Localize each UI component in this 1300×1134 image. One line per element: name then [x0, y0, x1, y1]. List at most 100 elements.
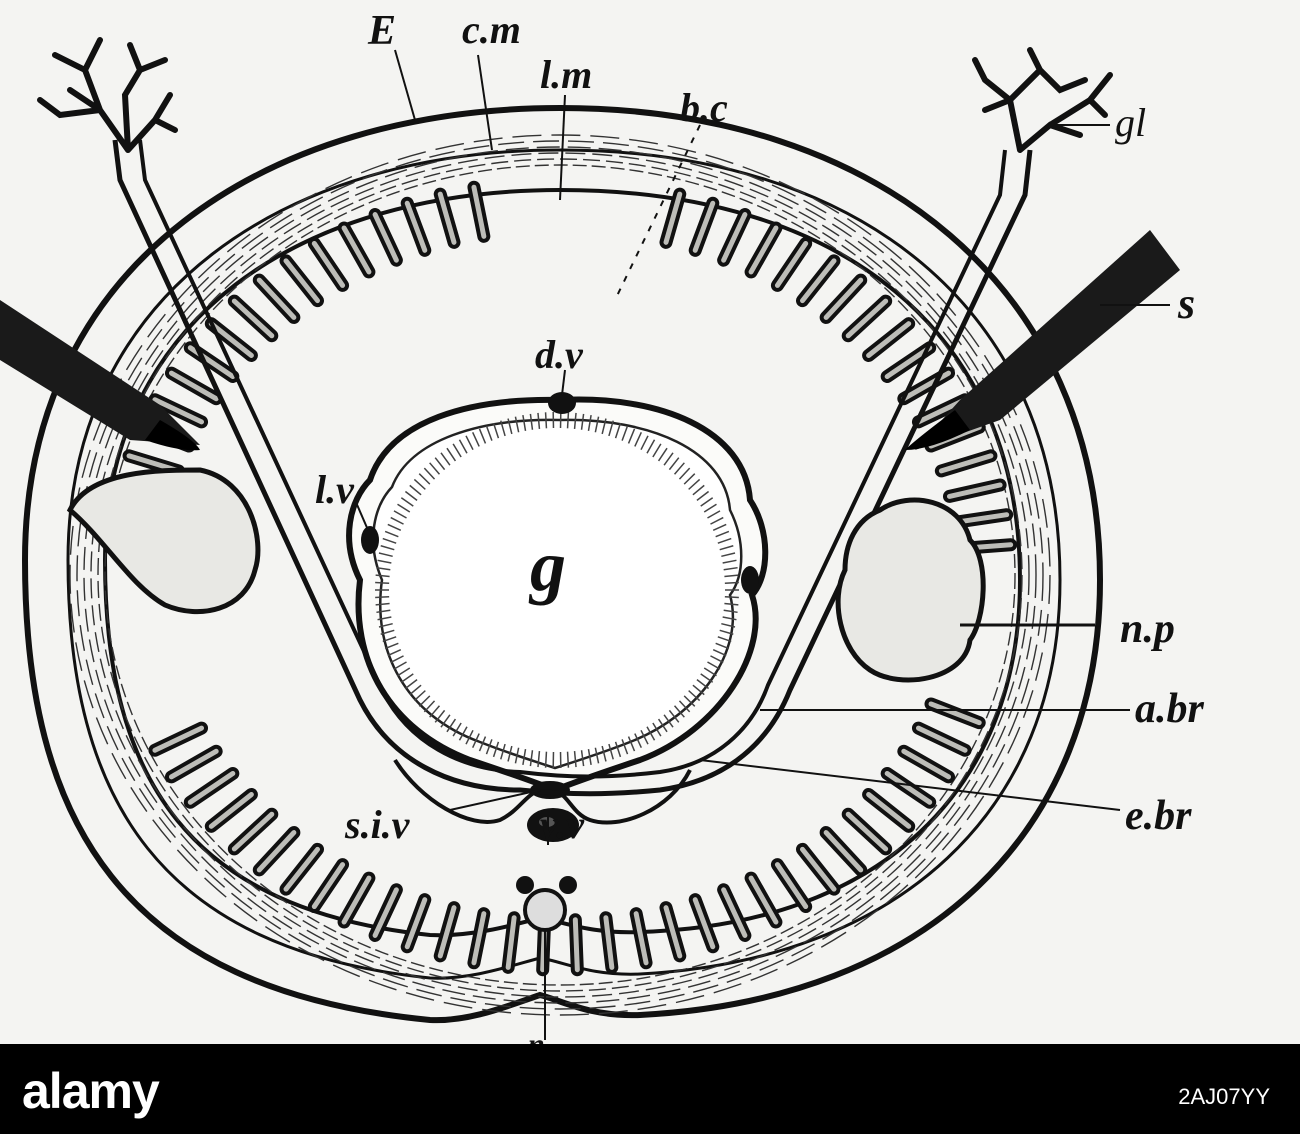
gut-epithelium-cell: [614, 422, 622, 439]
longitudinal-muscle-bundle-core: [823, 277, 864, 320]
gut-epithelium-cell: [621, 425, 629, 441]
longitudinal-muscle-bundle-core: [928, 701, 982, 726]
gut-epithelium-cell: [387, 648, 402, 657]
longitudinal-muscle-bundle-core: [372, 887, 399, 938]
gut-epithelium-cell: [683, 473, 696, 485]
gut-epithelium-cell: [587, 415, 592, 431]
longitudinal-muscle-bundle-core: [884, 770, 933, 805]
leader-lm: [559, 94, 566, 201]
gut-epithelium-cell: [724, 602, 739, 606]
circular-muscle-stripe: [90, 152, 1030, 998]
longitudinal-muscle-bundle-core: [372, 212, 399, 263]
longitudinal-muscle-bundle-core: [404, 897, 428, 950]
nephridia: [66, 467, 1095, 683]
gut-epithelium-cell: [380, 545, 395, 551]
longitudinal-muscle-bundle-core: [823, 830, 864, 873]
gut-epithelium-cell: [440, 714, 451, 728]
gut-epithelium-cell: [478, 736, 487, 752]
right-nephridium: [835, 497, 986, 683]
longitudinal-muscle-bundle-core: [866, 321, 912, 358]
gut-epithelium-cell: [700, 497, 714, 507]
circular-muscle-stripe: [69, 134, 1051, 1016]
label-circular-muscle: c.m: [462, 7, 521, 52]
gut-epithelium-cell: [413, 478, 426, 490]
gut-epithelium-cell: [627, 736, 636, 752]
longitudinal-muscle-bundle-core: [692, 200, 716, 253]
gills: [37, 37, 1113, 153]
stock-watermark-bar: alamy 2AJ07YY: [0, 1044, 1300, 1134]
longitudinal-muscle-bundle-core: [283, 846, 321, 892]
gut-epithelium-cell: [634, 431, 643, 447]
gut-epithelium-cell: [397, 503, 411, 513]
gut-epithelium-cell: [663, 452, 674, 466]
longitudinal-muscle-bundle-core: [901, 748, 952, 780]
blood-vessels: [361, 392, 759, 842]
gut-epithelium-cell: [471, 733, 480, 749]
gut-epithelium-cell: [640, 729, 649, 745]
gut-epithelium-cell: [707, 661, 721, 670]
gut-epithelium-cell: [400, 497, 414, 507]
body-wall: [21, 104, 1104, 1024]
gut-epithelium-cell: [601, 745, 607, 762]
gut-epithelium-cell: [514, 416, 520, 433]
gut-epithelium-cell: [393, 661, 407, 670]
longitudinal-muscle-bundle-core: [633, 911, 649, 966]
gut-epithelium-cell: [376, 609, 391, 614]
gut-epithelium-cell: [397, 667, 411, 677]
longitudinal-muscle-bundles: [113, 180, 1018, 977]
gut-epithelium-cell: [717, 537, 732, 544]
gut-epithelium-cell: [707, 510, 721, 519]
gut-epithelium-cell: [710, 655, 724, 664]
longitudinal-muscle-bundle-core: [208, 321, 254, 358]
longitudinal-muscle-bundle-core: [774, 862, 809, 910]
circular-muscle-stripe: [76, 140, 1044, 1010]
gut-epithelium-cell: [500, 420, 506, 437]
gut-epithelium-cell: [722, 559, 737, 564]
leader-siv: [449, 789, 541, 811]
longitudinal-muscle-bundle-core: [721, 887, 748, 938]
longitudinal-muscle-bundle-core: [505, 915, 517, 970]
gut-epithelium-cell: [715, 642, 730, 650]
nerve-fiber-right: [559, 876, 577, 894]
anatomical-cross-section-figure: E c.m l.m b.c gl s d.v l.v g n.p a.br e.…: [0, 0, 1300, 1060]
gut-epithelium-cell: [507, 745, 513, 762]
gut-epithelium-cell: [529, 413, 534, 430]
circular-muscle-stripe: [97, 158, 1023, 992]
longitudinal-muscle-bundle-core: [208, 792, 254, 829]
gut-epithelium-cell: [608, 743, 614, 760]
gut-inner-lining: [371, 418, 743, 770]
gut-epithelium-cell: [537, 412, 541, 429]
gut-epithelium-cell: [409, 684, 422, 696]
gut-epithelium-cell: [724, 596, 739, 599]
longitudinal-muscle-bundle-core: [471, 911, 487, 966]
gut-epithelium-cell: [382, 537, 397, 544]
gut-epithelium-cell: [573, 412, 577, 429]
longitudinal-muscle-bundle-core: [256, 277, 297, 320]
gut-epithelium-cell: [673, 462, 685, 475]
gut-epithelium-cell: [692, 684, 705, 696]
longitudinal-muscle-bundle-core: [231, 811, 275, 852]
image-id-text: 2AJ07YY: [1178, 1084, 1270, 1109]
gut-epithelium-cell: [404, 490, 418, 501]
leader-bc: [614, 124, 701, 301]
gut-epithelium-cell: [717, 636, 732, 643]
longitudinal-muscle-bundle-core: [152, 397, 205, 425]
gut-epithelium-cell: [703, 503, 717, 513]
gut-epithelium-cell: [452, 443, 462, 458]
label-dorsal-vessel: d.v: [535, 332, 583, 377]
longitudinal-muscle-bundle-core: [938, 453, 994, 474]
gut-epithelium-cell: [375, 596, 390, 599]
longitudinal-muscle-bundle-core: [946, 482, 1003, 499]
gut-epithelium-cell: [608, 420, 614, 437]
gut-epithelium-cell: [465, 435, 474, 451]
gut-epithelium-cell: [452, 722, 462, 737]
gut-epithelium-cell: [384, 530, 399, 538]
longitudinal-muscle-bundle-core: [663, 191, 683, 245]
lateral-vessel-left: [361, 526, 379, 554]
gut-epithelium-cell: [668, 457, 680, 471]
label-gill: gl: [1115, 100, 1147, 145]
gut: [346, 396, 769, 794]
gut-epithelium-cell: [688, 478, 701, 490]
longitudinal-muscle-bundle-core: [311, 862, 346, 910]
gut-epithelium-cell: [514, 747, 520, 764]
